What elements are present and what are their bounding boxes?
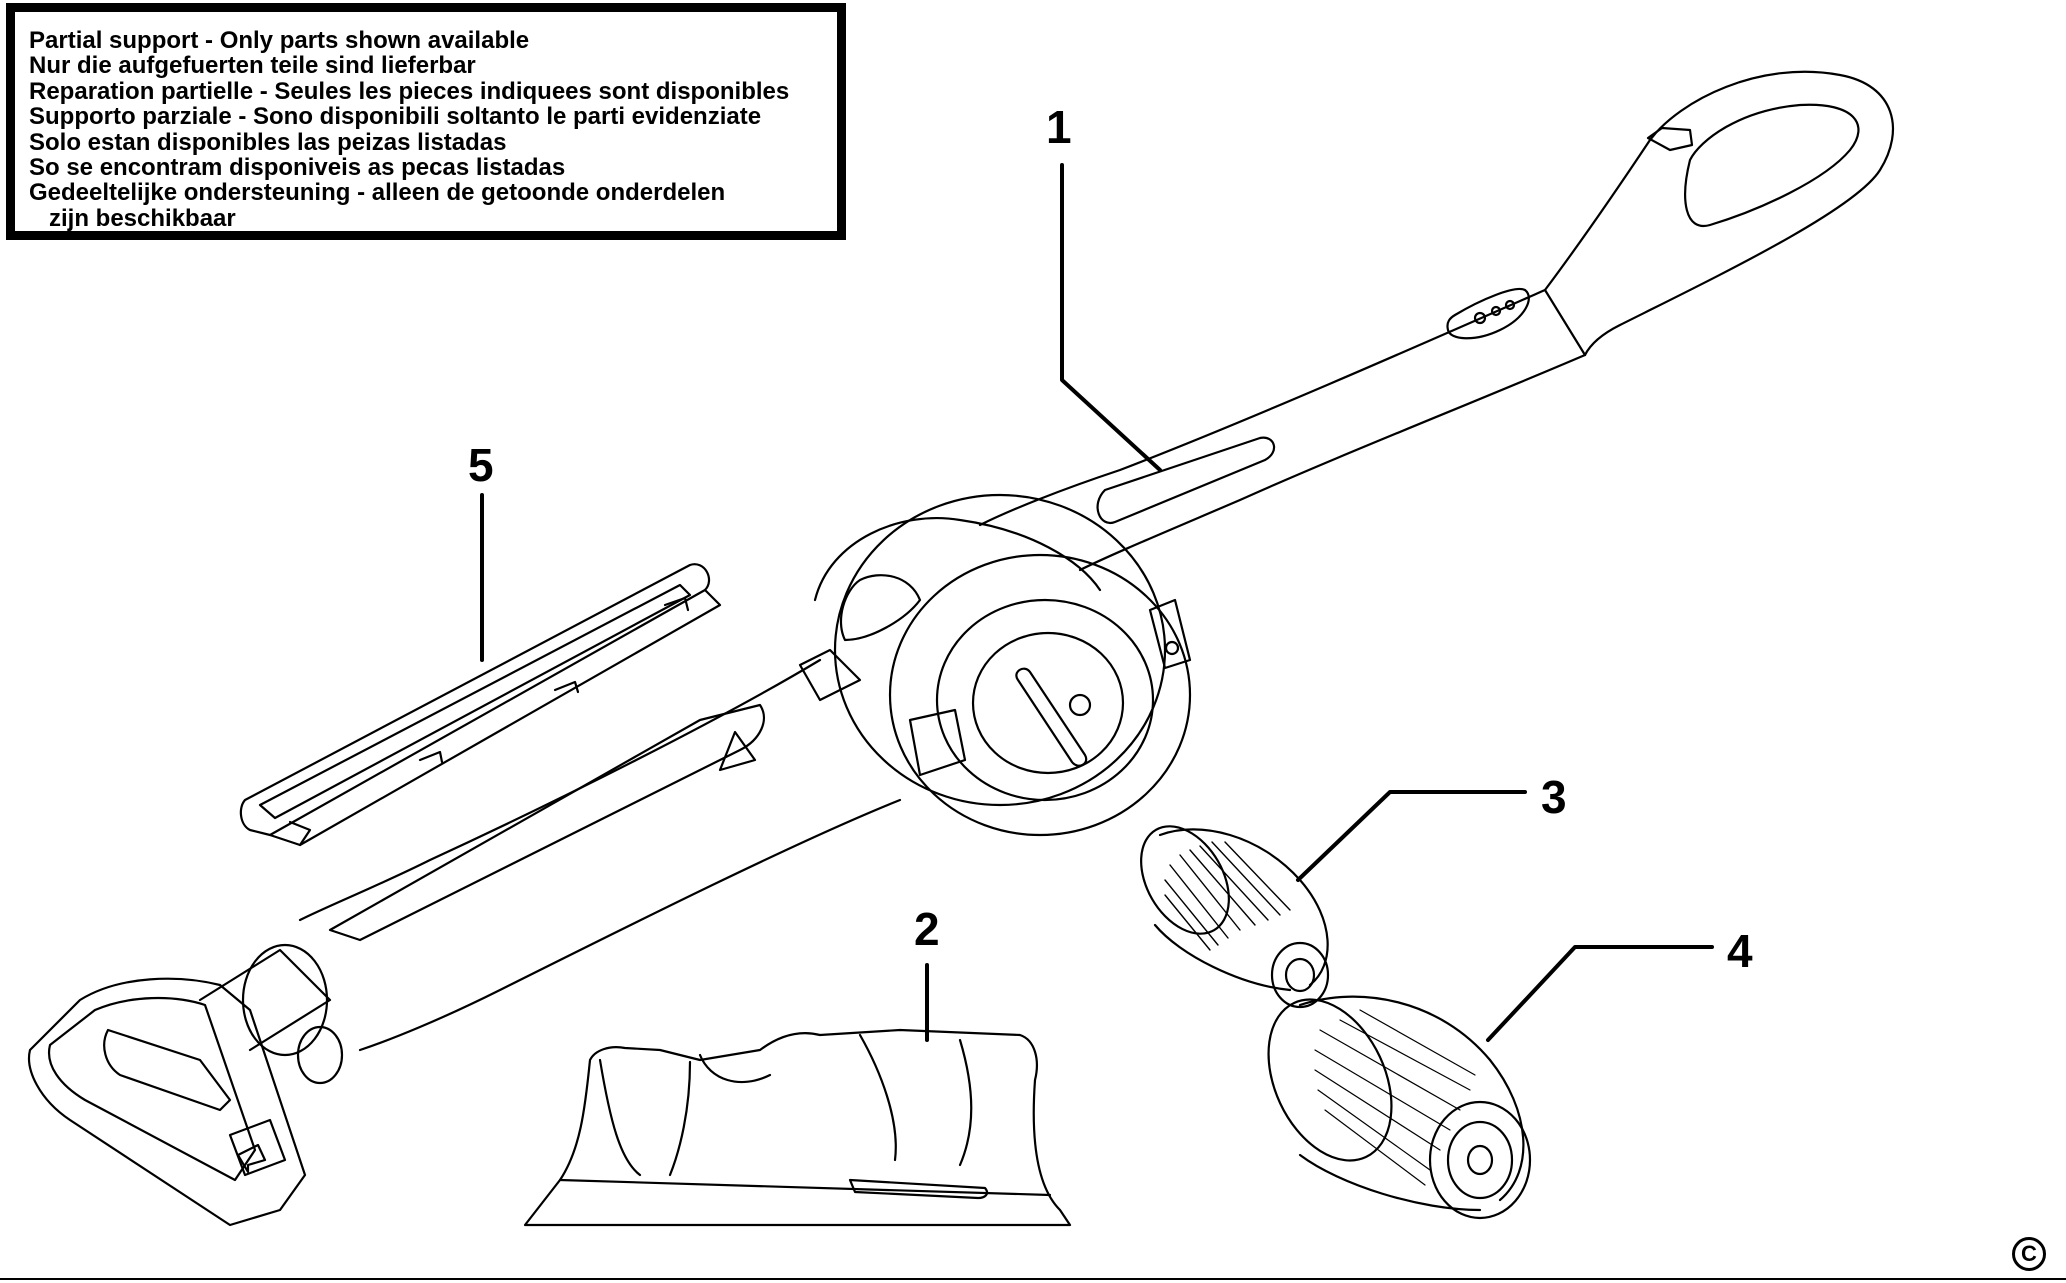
bottom-rule [0, 1278, 2066, 1280]
pleated-filter-part [1140, 825, 1330, 1009]
callout-5: 5 [468, 439, 494, 491]
callout-1: 1 [1046, 101, 1072, 153]
leader-lines [480, 163, 1714, 1042]
notice-line-de: Nur die aufgefuerten teile sind lieferba… [29, 52, 476, 80]
partial-support-notice: Partial support - Only parts shown avail… [6, 3, 846, 240]
notice-line-nl: Gedeeltelijke ondersteuning - alleen de … [29, 179, 726, 207]
callout-3: 3 [1541, 771, 1567, 823]
notice-line-en: Partial support - Only parts shown avail… [29, 27, 530, 54]
leader-line-4 [1486, 945, 1714, 1042]
mesh-filter-part [1267, 995, 1532, 1220]
notice-line-nl-cont: zijn beschikbaar [49, 204, 236, 232]
notice-line-es: Solo estan disponibles las peizas listad… [29, 128, 507, 156]
vacuum-body-part [27, 70, 1894, 1227]
leader-line-3 [1296, 790, 1527, 882]
notice-line-fr: Reparation partielle - Seules les pieces… [29, 77, 790, 105]
charging-base-part [523, 1028, 1072, 1227]
copyright-symbol: C [2012, 1237, 2046, 1271]
notice-line-pt: So se encontram disponiveis as pecas lis… [29, 154, 566, 182]
leader-line-1 [1060, 163, 1162, 472]
callout-4: 4 [1727, 925, 1753, 977]
callout-2: 2 [914, 903, 940, 955]
crevice-tool-part [239, 563, 722, 847]
notice-line-it: Supporto parziale - Sono disponibili sol… [29, 103, 762, 131]
